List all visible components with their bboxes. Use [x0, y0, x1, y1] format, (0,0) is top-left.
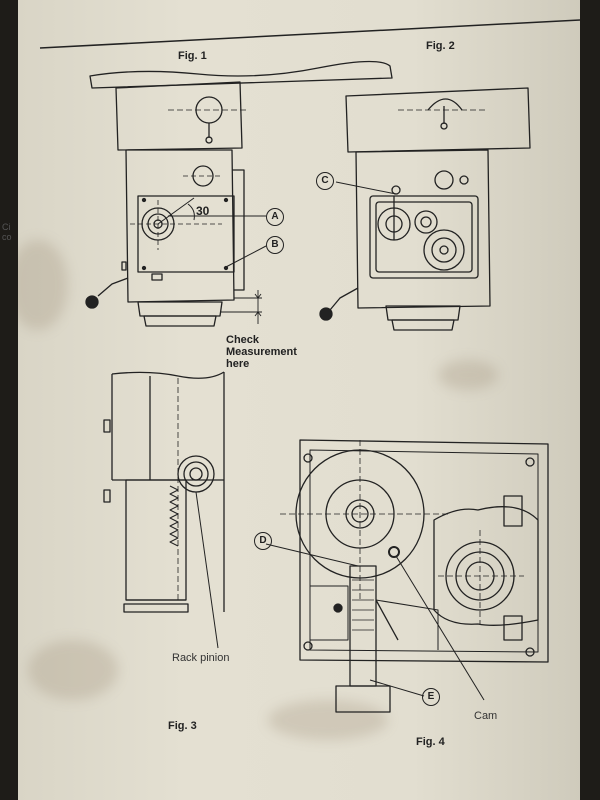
fig2-gear-3 — [423, 229, 465, 271]
check-measurement-note: Check Measurement here — [226, 334, 297, 370]
callout-a: A — [266, 208, 284, 226]
technical-drawings — [39, 19, 580, 713]
fig1-drawing — [85, 60, 393, 327]
leader-d — [265, 543, 359, 567]
fig2-body — [355, 149, 491, 309]
fig1-caption: Fig. 1 — [178, 50, 207, 62]
fig2-head — [345, 87, 531, 153]
manual-page: Fig. 1 Fig. 2 Fig. 3 Fig. 4 30 A B Check… — [18, 0, 580, 800]
fig1-handle — [97, 277, 129, 297]
cam-label: Cam — [474, 710, 498, 722]
fig1-head — [115, 81, 243, 151]
check-line-1: Check — [226, 334, 260, 346]
fig1-body — [125, 149, 235, 303]
check-line-3: here — [226, 358, 250, 370]
fig3-caption: Fig. 3 — [168, 720, 197, 732]
fig3-rack-teeth — [169, 485, 179, 547]
leader-cam — [395, 555, 485, 701]
fig4-knob — [335, 685, 391, 713]
header-rule — [39, 19, 580, 49]
fig2-drawing — [319, 87, 531, 331]
fig4-caption: Fig. 4 — [416, 736, 445, 748]
leader-c — [335, 181, 397, 195]
fig2-gear-2 — [414, 210, 438, 234]
fig3-drawing — [103, 371, 225, 649]
fig3-break-line — [111, 371, 225, 379]
leader-b — [223, 245, 267, 269]
fig4-housing — [299, 439, 549, 663]
stain — [18, 240, 68, 330]
callout-b: B — [266, 236, 284, 254]
check-line-2: Measurement — [226, 346, 297, 358]
callout-e: E — [422, 688, 440, 706]
fig4-drawing — [265, 439, 549, 713]
fig2-caption: Fig. 2 — [426, 40, 455, 52]
fig1-spindle — [137, 301, 223, 317]
callout-d: D — [254, 532, 272, 550]
angle-label: 30 — [196, 204, 210, 218]
callout-c: C — [316, 172, 334, 190]
stain — [268, 700, 388, 740]
fig2-spindle — [385, 305, 461, 321]
fig4-plunger — [349, 565, 377, 687]
fig1-table — [89, 60, 393, 89]
fig2-gear-cover — [369, 195, 479, 279]
stain — [438, 360, 498, 390]
fig2-top-bore — [427, 98, 463, 111]
stain — [28, 640, 118, 700]
edge-text: Ci co — [2, 222, 12, 242]
leader-e — [369, 679, 425, 697]
fig4-cam-pin — [388, 546, 400, 558]
fig4-gear-housing — [433, 506, 539, 626]
rack-pinion-label: Rack pinion — [172, 652, 230, 664]
leader-rack-pinion — [195, 491, 219, 649]
fig1-gear-cover — [137, 195, 235, 273]
fig2-handle — [329, 287, 359, 311]
